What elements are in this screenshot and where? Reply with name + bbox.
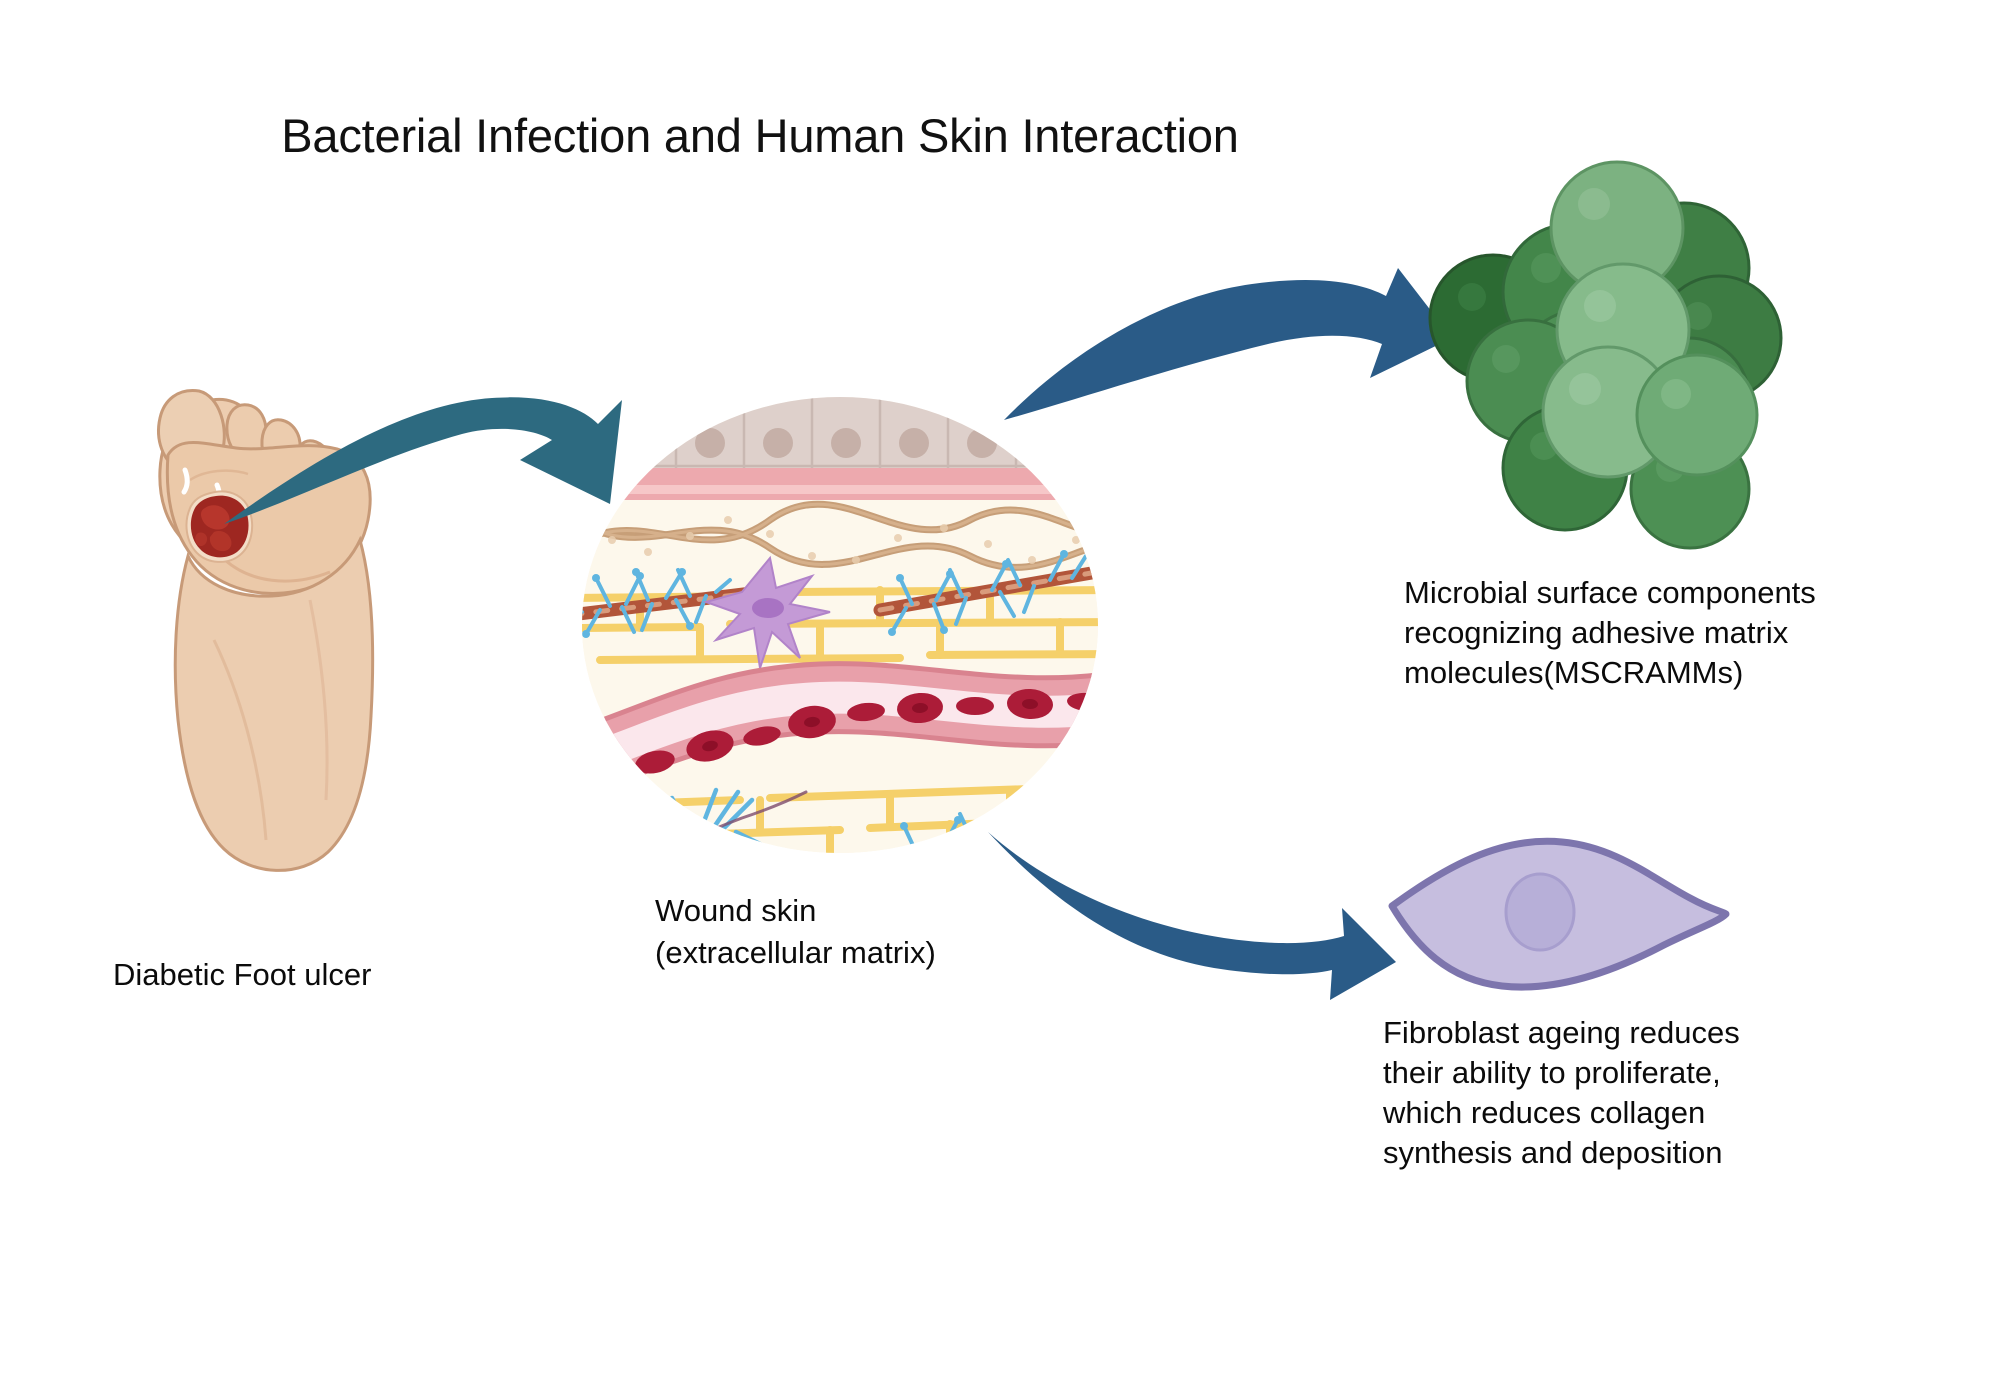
label-fibroblast-ageing: Fibroblast ageing reduces their ability … xyxy=(1383,1015,1740,1170)
arrow-wound-to-bacteria xyxy=(1004,268,1452,420)
wound-skin-cross-section xyxy=(582,397,1098,853)
label-wound-skin: Wound skin (extracellular matrix) xyxy=(655,893,936,970)
diabetic-foot-sole xyxy=(157,389,375,872)
fibroblast-cell xyxy=(1388,837,1730,991)
blood-vessel xyxy=(582,661,1098,801)
page-title: Bacterial Infection and Human Skin Inter… xyxy=(281,109,1239,162)
label-mscramms: Microbial surface components recognizing… xyxy=(1404,575,1816,690)
staphylococcus-cluster xyxy=(1428,160,1783,550)
arrow-foot-to-wound xyxy=(224,397,622,524)
label-diabetic-foot-ulcer: Diabetic Foot ulcer xyxy=(113,957,372,992)
arrow-wound-to-fibroblast xyxy=(988,832,1396,1000)
fibroblast-nucleus xyxy=(1504,872,1576,952)
foot-ulcer xyxy=(185,490,254,563)
collagen-bundle-right-upper xyxy=(873,550,1098,636)
